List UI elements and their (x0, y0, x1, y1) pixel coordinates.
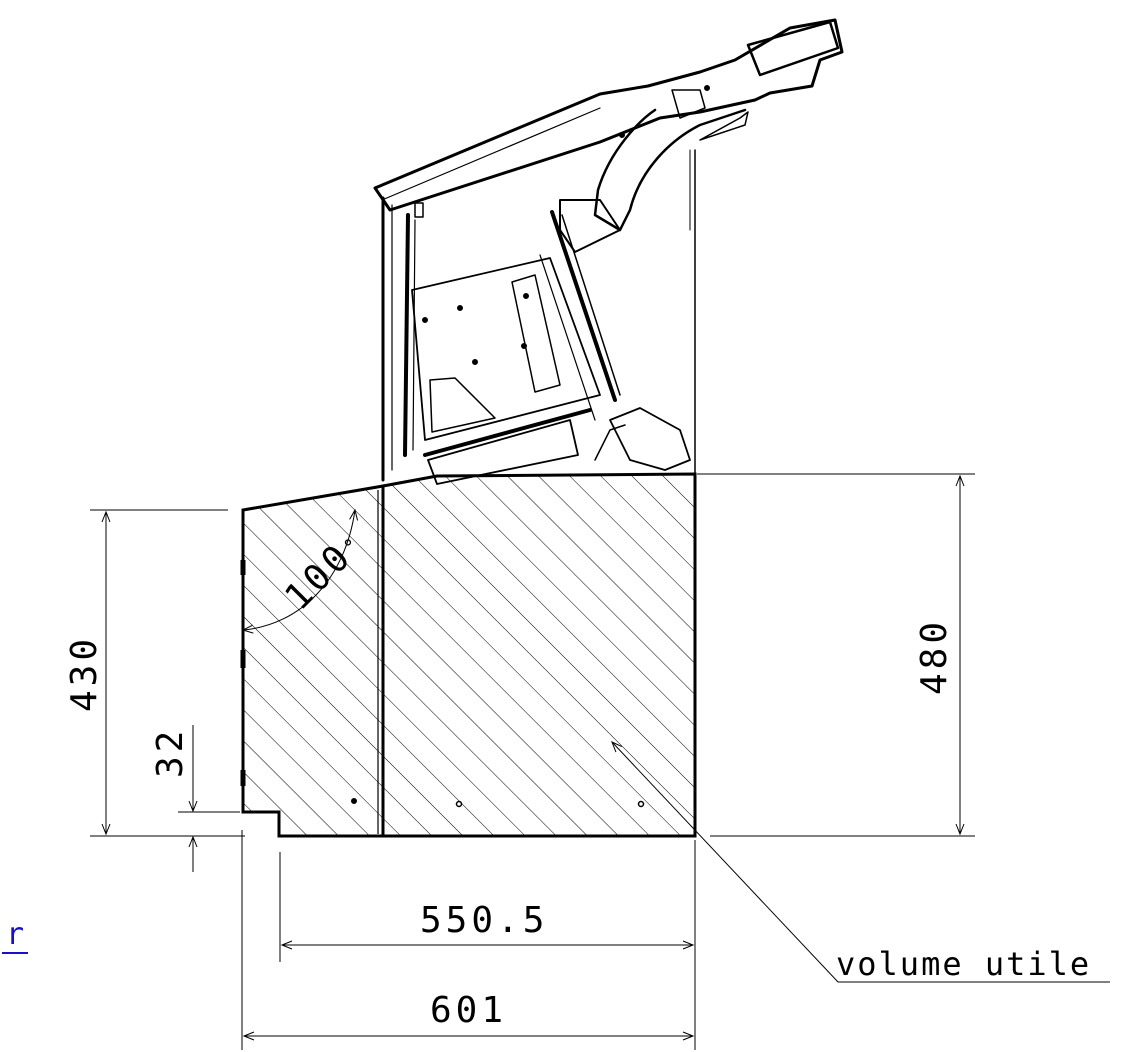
dim-label-32: 32 (150, 727, 191, 778)
machine-upper-assembly (373, 18, 844, 485)
lid-hinge (671, 89, 706, 119)
lower-body (240, 472, 697, 838)
left-rail (403, 213, 410, 457)
lid-inner-line (381, 107, 601, 201)
dim-label-550-5: 550.5 (420, 900, 548, 941)
lid-handle (746, 20, 840, 77)
partial-link[interactable]: r (2, 918, 29, 954)
lower-slanted-bar (423, 408, 592, 457)
hole (457, 305, 463, 311)
triangle-cutout (429, 377, 496, 433)
lid-bracket (699, 111, 749, 141)
dim-label-480: 480 (914, 618, 955, 695)
hole (637, 800, 645, 808)
hole (455, 800, 463, 808)
hole (704, 85, 710, 91)
bracket-left (511, 274, 561, 393)
dimension-lines (90, 473, 1110, 1050)
diagonal-spring-bar-inner (561, 214, 621, 396)
tilted-plate (411, 257, 601, 441)
hole (521, 343, 527, 349)
diagonal-spring-bar-2 (539, 254, 596, 421)
dimension-labels: 430 32 480 550.5 601 volume utile (64, 618, 1091, 1031)
diagonal-spring-bar (550, 210, 617, 402)
main-volume-outline (381, 472, 697, 838)
hole (351, 798, 357, 804)
hole (523, 293, 529, 299)
hole (619, 132, 625, 138)
left-drawer-hatch (243, 486, 383, 836)
callout-label: volume utile (836, 945, 1091, 983)
right-mechanism (609, 407, 691, 471)
left-rail-cap (414, 202, 424, 218)
left-rail-inner (412, 219, 416, 451)
dim-label-430: 430 (64, 635, 105, 712)
arm-block (559, 199, 621, 253)
mechanism-wire (594, 424, 626, 461)
lid-cover (373, 18, 844, 212)
angle-arc (241, 508, 359, 634)
dim-label-601: 601 (430, 990, 507, 1031)
leader-line (611, 741, 1110, 983)
main-volume-hatch (383, 474, 695, 836)
hole (472, 359, 478, 365)
hole (422, 317, 428, 323)
